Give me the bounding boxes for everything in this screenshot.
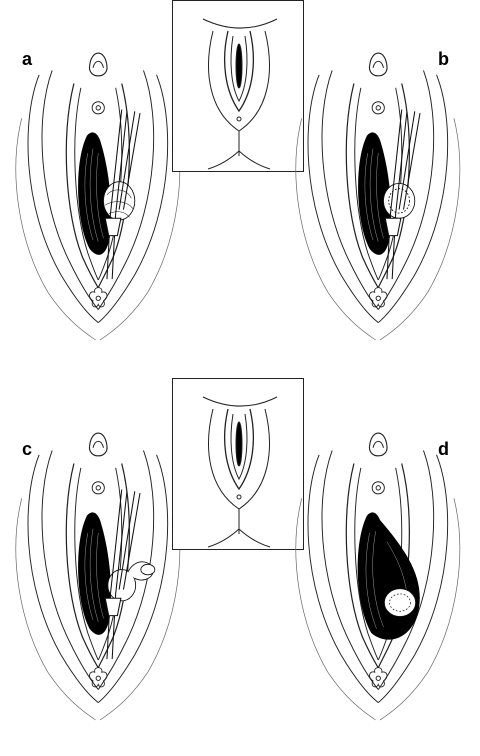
panel-label-c: c <box>22 439 33 459</box>
panel-a: a <box>0 40 200 341</box>
inset-overview-top <box>172 0 304 172</box>
panel-d: d <box>280 420 480 721</box>
vulva-drawing-a <box>15 52 181 341</box>
inset-vulva-drawing-bottom <box>202 396 278 548</box>
inset-overview-bottom <box>172 378 304 550</box>
inset-vulva-drawing-top <box>202 18 278 170</box>
vulva-drawing-b <box>295 52 461 341</box>
cyst-drainage <box>107 561 156 602</box>
bartholin-cyst <box>103 181 136 221</box>
panel-c: c <box>0 420 200 721</box>
cyst-incision <box>383 183 416 219</box>
panel-b: b <box>280 40 480 341</box>
panel-label-b: b <box>438 49 449 69</box>
vulva-drawing-c <box>15 432 181 721</box>
vulva-drawing-d <box>295 432 461 721</box>
marsupialized-pouch <box>357 512 420 640</box>
panel-label-a: a <box>22 49 33 69</box>
panel-label-d: d <box>438 439 449 459</box>
